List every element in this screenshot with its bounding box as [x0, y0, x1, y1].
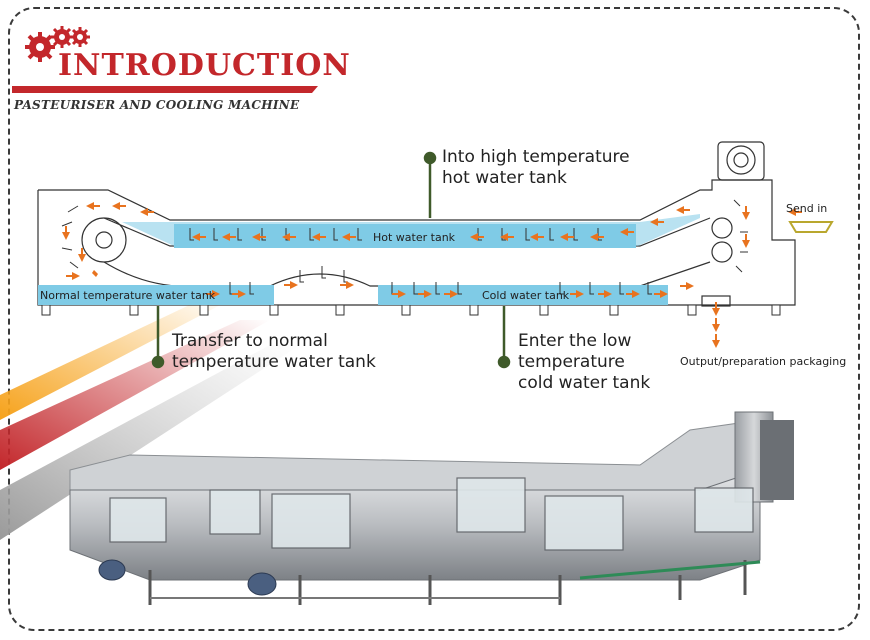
callout-enter-cold-line2: temperature: [518, 352, 625, 372]
output-label: Output/preparation packaging: [680, 355, 847, 368]
callout-enter-cold-line1: Enter the low: [518, 331, 632, 351]
callout-into-hot-line2: hot water tank: [442, 168, 567, 188]
hot-water-tank-fill: [174, 224, 636, 248]
page-title: INTRODUCTION: [58, 48, 351, 83]
normal-tank-fill: [38, 285, 274, 305]
page-subtitle: PASTEURISER AND COOLING MACHINE: [14, 98, 300, 112]
send-in-label: Send in: [786, 202, 828, 215]
callout-enter-cold: Enter the low temperature cold water tan…: [518, 331, 650, 394]
hot-tank-label: Hot water tank: [373, 231, 456, 244]
callout-into-hot: Into high temperature hot water tank: [442, 147, 630, 189]
callout-into-hot-line1: Into high temperature: [442, 147, 630, 167]
callout-transfer-line1: Transfer to normal: [172, 331, 328, 351]
cold-tank-fill: [378, 285, 668, 305]
callout-enter-cold-line3: cold water tank: [518, 373, 651, 393]
page-frame: [8, 7, 860, 631]
callout-transfer-line2: temperature water tank: [172, 352, 376, 372]
machine-outline: [37, 179, 796, 306]
callout-transfer: Transfer to normal temperature water tan…: [172, 331, 376, 373]
cold-tank-label: Cold water tank: [482, 289, 570, 302]
normal-tank-label: Normal temperature water tank: [40, 289, 216, 302]
arrow-icon: [62, 202, 802, 348]
